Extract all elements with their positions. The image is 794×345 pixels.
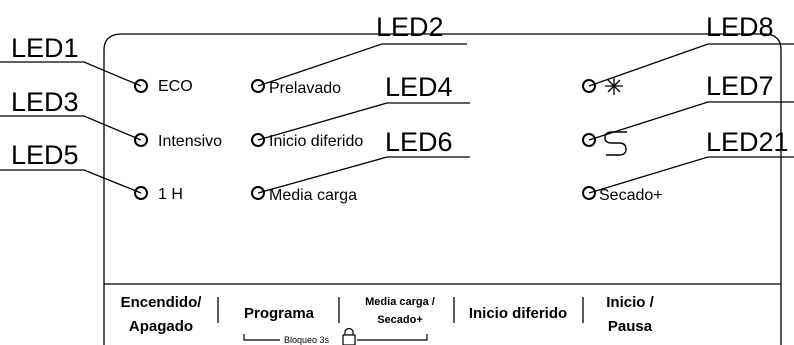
led-label-1h: 1 H	[158, 186, 183, 203]
button-label-line1: Inicio /	[606, 294, 654, 311]
led-indicator-21	[582, 186, 596, 200]
led-label-prelavado: Prelavado	[269, 80, 341, 97]
leader-led5	[0, 169, 142, 194]
button-label-line2: Pausa	[608, 318, 653, 335]
led-tag-2: LED2	[376, 12, 444, 42]
leader-led4	[257, 102, 470, 141]
led-label-eco: ECO	[158, 78, 193, 95]
led-indicator-6	[251, 186, 265, 200]
leader-led7	[588, 101, 794, 141]
led-indicator-2	[251, 79, 265, 93]
leader-led2	[257, 43, 467, 87]
led-tag-6: LED6	[385, 127, 453, 157]
led-indicator-7	[582, 133, 596, 147]
led-indicator-1	[134, 79, 148, 93]
leader-led3	[0, 115, 142, 141]
led-indicator-8	[582, 79, 596, 93]
padlock-icon	[342, 327, 356, 345]
led-tag-1: LED1	[11, 33, 79, 63]
button-label: Inicio diferido	[469, 305, 567, 322]
inicio-diferido-button[interactable]: Inicio diferido	[469, 305, 567, 322]
led-indicator-5	[134, 186, 148, 200]
leader-led21	[588, 156, 794, 194]
led-tag-5: LED5	[11, 140, 79, 170]
button-label-line2: Apagado	[129, 318, 193, 335]
button-label-line1: Media carga /	[365, 296, 435, 308]
lock-bracket	[243, 334, 428, 341]
rinse-aid-icon	[604, 131, 627, 156]
leader-led6	[257, 156, 470, 194]
led-indicator-4	[251, 133, 265, 147]
lock-label: Bloqueo 3s	[284, 335, 330, 345]
button-label-line1: Encendido/	[121, 294, 203, 311]
led-tag-8: LED8	[706, 12, 774, 42]
led-label-secado-plus: Secado+	[599, 187, 663, 204]
led-tag-4: LED4	[385, 72, 453, 102]
media-carga-secado-button[interactable]: Media carga / Secado+	[365, 296, 435, 326]
button-label: Programa	[244, 305, 315, 322]
led-indicator-3	[134, 133, 148, 147]
leader-led1	[0, 61, 142, 87]
leader-led8	[588, 43, 794, 87]
led-label-inicio-diferido: Inicio diferido	[269, 133, 363, 150]
encendido-apagado-button[interactable]: Encendido/ Apagado	[121, 294, 203, 335]
led-tag-7: LED7	[706, 71, 774, 101]
led-tag-3: LED3	[11, 87, 79, 117]
led-label-intensivo: Intensivo	[158, 133, 222, 150]
sparkle-icon	[605, 77, 623, 95]
inicio-pausa-button[interactable]: Inicio / Pausa	[606, 294, 654, 335]
programa-button[interactable]: Programa	[244, 305, 315, 322]
led-tag-21: LED21	[706, 127, 789, 157]
led-label-media-carga: Media carga	[269, 187, 357, 204]
button-label-line2: Secado+	[377, 314, 423, 326]
